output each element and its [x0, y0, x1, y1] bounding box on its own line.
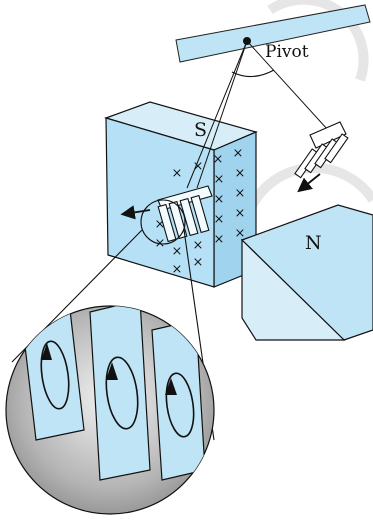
- magnetic-field-marks: × × × × × × × × × × × × × × × × × ×: [155, 146, 246, 277]
- pivot-label: Pivot: [265, 42, 309, 62]
- svg-text:×: ×: [235, 186, 246, 201]
- svg-text:×: ×: [193, 255, 204, 270]
- swing-angle-arc: [231, 69, 275, 78]
- svg-text:×: ×: [214, 212, 225, 227]
- pendulum-strings: [186, 40, 329, 189]
- motion-arrow-center: [120, 205, 151, 220]
- svg-text:×: ×: [155, 217, 166, 232]
- svg-text:×: ×: [193, 159, 204, 174]
- svg-text:×: ×: [233, 146, 244, 161]
- svg-text:×: ×: [172, 262, 183, 277]
- support-bar: [175, 4, 371, 63]
- zoom-source-circle: [140, 199, 186, 245]
- svg-text:×: ×: [235, 206, 246, 221]
- eddy-current-loops: [40, 340, 195, 438]
- north-magnet: [240, 204, 373, 341]
- south-pole-label: S: [194, 119, 207, 141]
- svg-text:×: ×: [214, 172, 225, 187]
- south-magnet: [104, 101, 258, 288]
- motion-arrow-right: [297, 173, 321, 193]
- svg-text:×: ×: [172, 244, 183, 259]
- slotted-plate-swung: [294, 121, 349, 179]
- svg-text:×: ×: [214, 232, 225, 247]
- slotted-plate-center: [157, 185, 213, 243]
- svg-text:×: ×: [235, 166, 246, 181]
- svg-text:×: ×: [193, 238, 204, 253]
- svg-text:×: ×: [214, 192, 225, 207]
- svg-text:×: ×: [172, 166, 183, 181]
- magnified-view: [5, 305, 215, 515]
- north-pole-label: N: [305, 232, 322, 254]
- svg-text:×: ×: [213, 152, 224, 167]
- svg-text:×: ×: [235, 226, 246, 241]
